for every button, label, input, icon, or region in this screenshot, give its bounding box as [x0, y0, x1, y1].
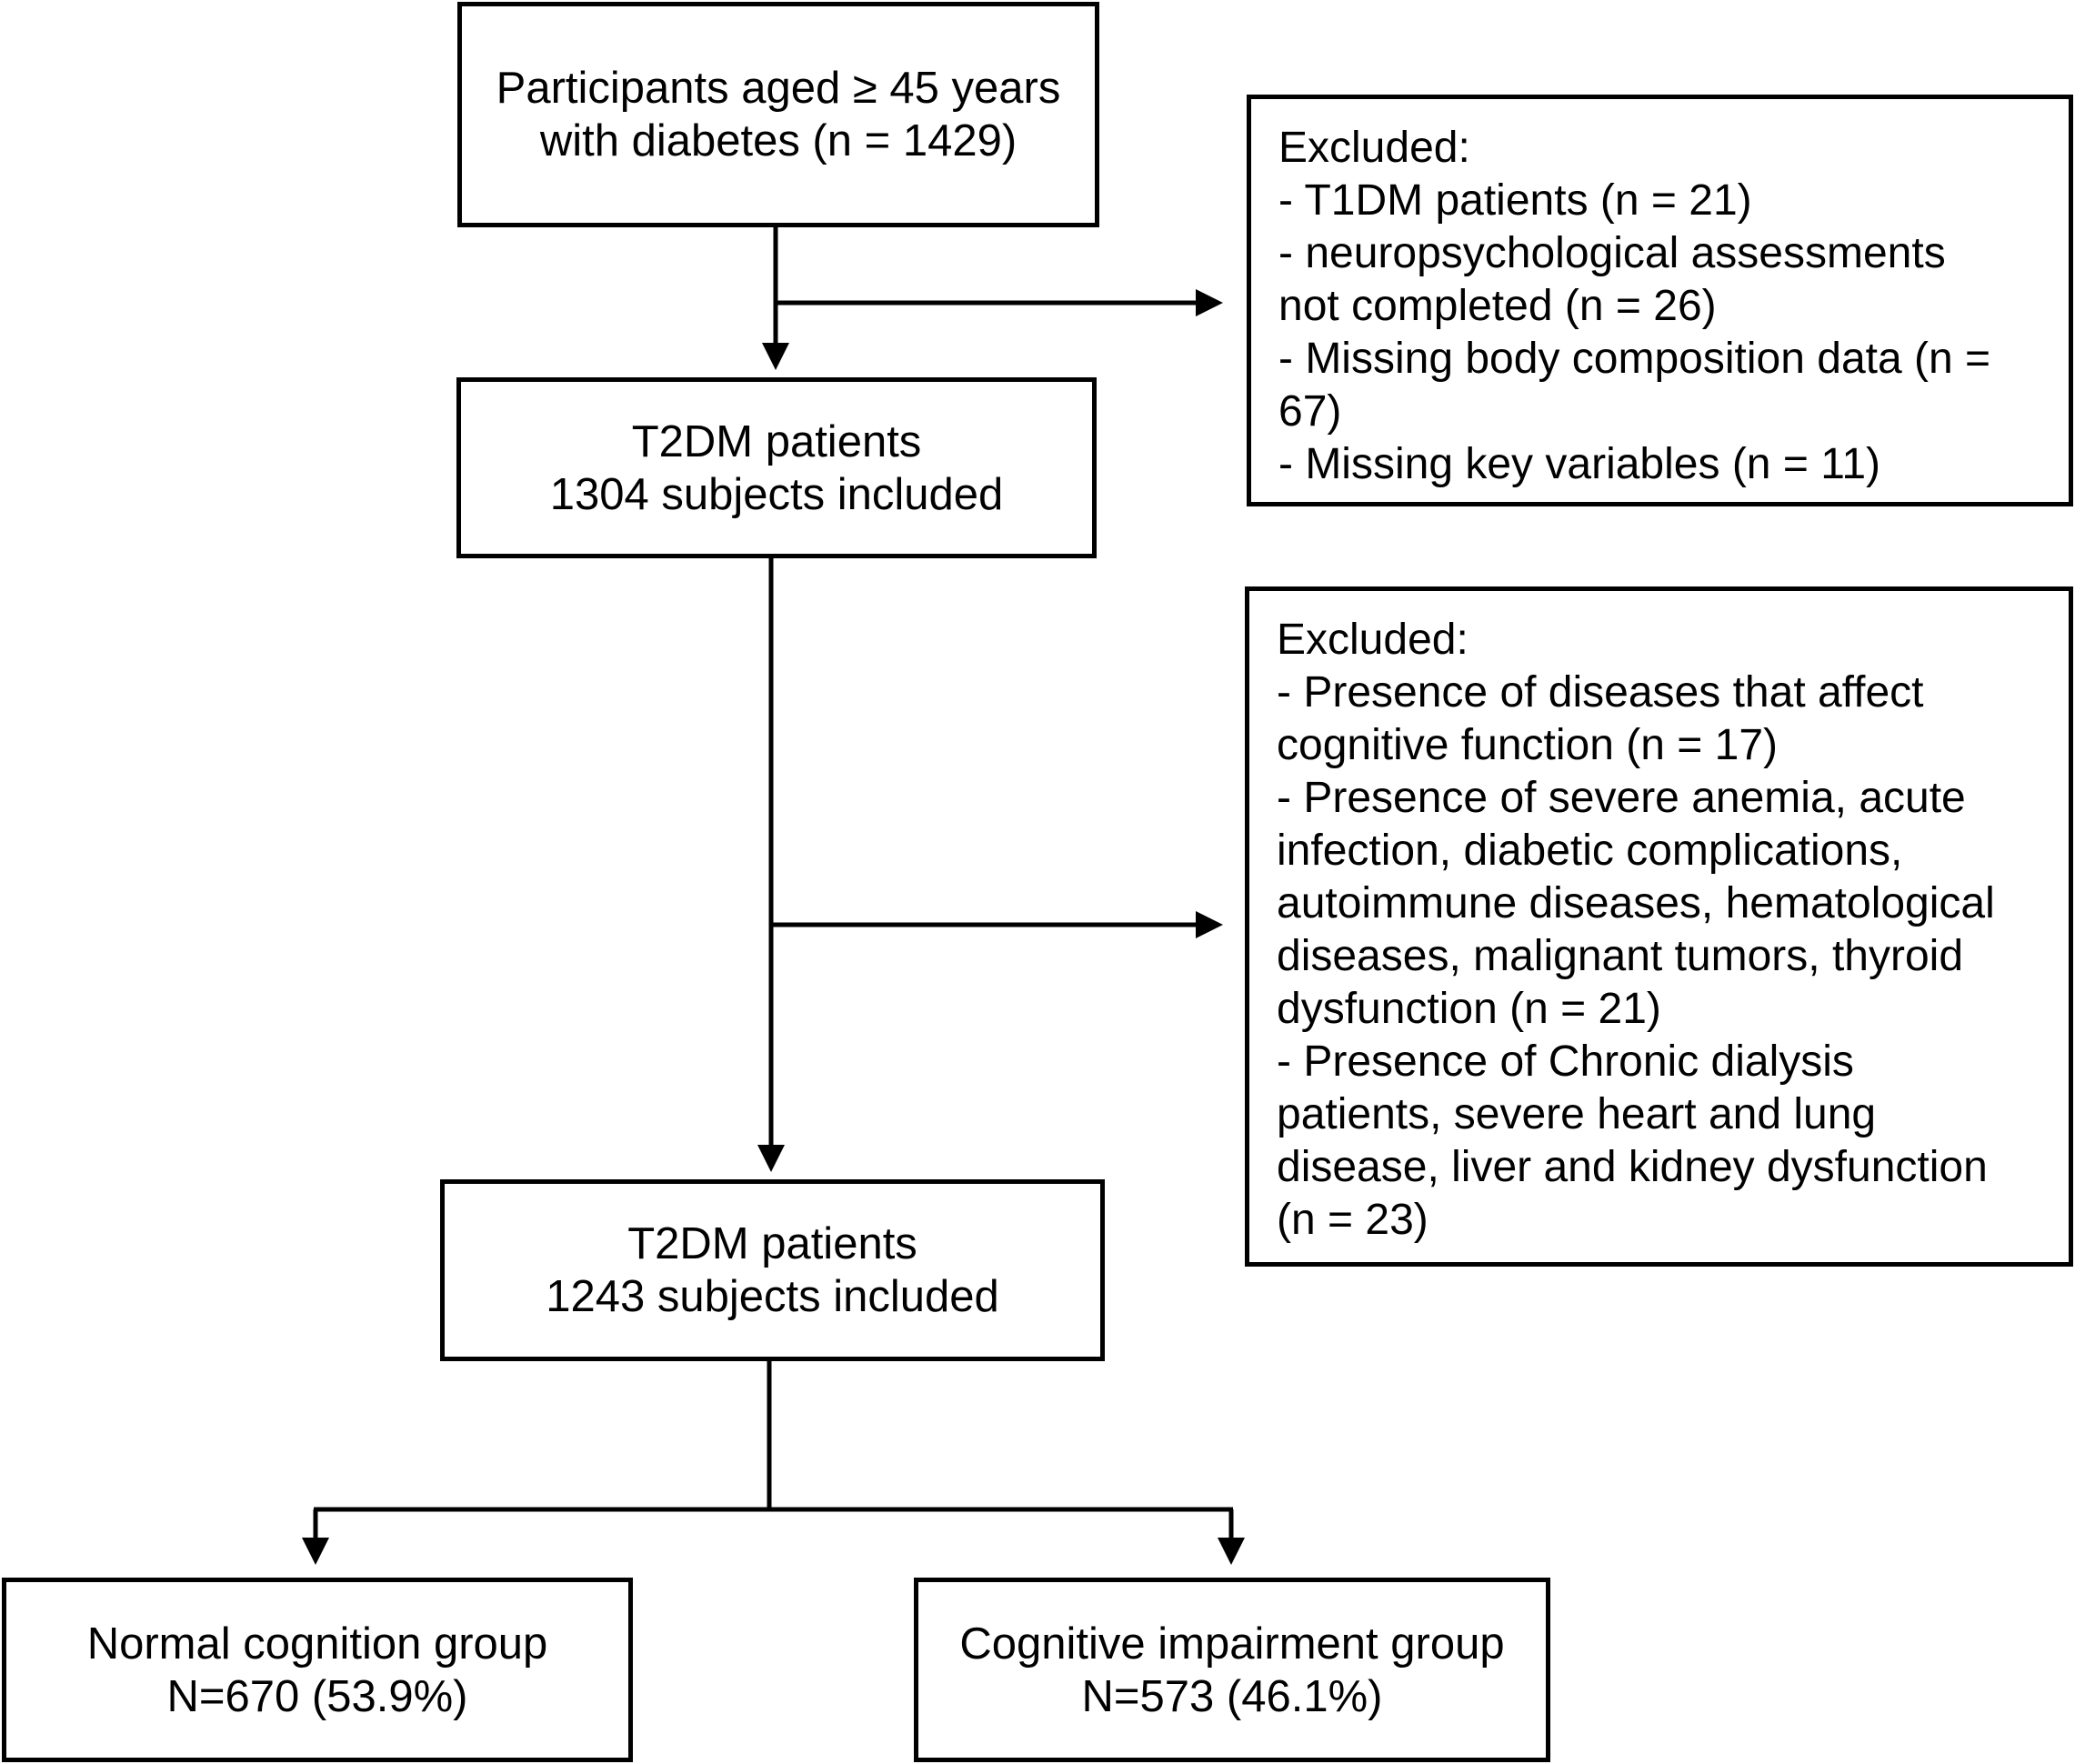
t2dm-1-line-2: 1304 subjects included	[549, 469, 1004, 519]
exclusion-2-line: cognitive function (n = 17)	[1277, 721, 1778, 769]
exclusion-1-line: - T1DM patients (n = 21)	[1278, 176, 1752, 225]
cognitive-impairment-box: Cognitive impairment group N=573 (46.1%)	[914, 1578, 1550, 1762]
exclusion-box-1: Excluded: - T1DM patients (n = 21) - neu…	[1247, 95, 2073, 506]
start-box: Participants aged ≥ 45 years with diabet…	[457, 2, 1099, 227]
exclusion-2-line: Excluded:	[1277, 616, 1469, 664]
exclusion-2-line: - Presence of severe anemia, acute	[1277, 774, 1966, 822]
t2dm-2-line-1: T2DM patients	[627, 1219, 917, 1268]
exclusion-2-line: - Presence of Chronic dialysis	[1277, 1037, 1854, 1086]
exclusion-box-2: Excluded: - Presence of diseases that af…	[1245, 586, 2073, 1267]
start-line-1: Participants aged ≥ 45 years	[496, 64, 1061, 113]
t2dm-included-box-1: T2DM patients 1304 subjects included	[456, 377, 1097, 558]
exclusion-2-line: - Presence of diseases that affect	[1277, 668, 1924, 717]
impairment-group-title: Cognitive impairment group	[959, 1619, 1505, 1669]
exclusion-2-line: diseases, malignant tumors, thyroid	[1277, 932, 1964, 980]
exclusion-2-line: autoimmune diseases, hematological	[1277, 879, 1995, 927]
exclusion-2-line: (n = 23)	[1277, 1196, 1428, 1244]
exclusion-1-line: - Missing key variables (n = 11)	[1278, 440, 1881, 488]
exclusion-1-line: - Missing body composition data (n =	[1278, 335, 1991, 383]
t2dm-included-box-2: T2DM patients 1243 subjects included	[440, 1179, 1105, 1361]
exclusion-1-line: - neuropsychological assessments	[1278, 229, 1946, 277]
t2dm-2-line-2: 1243 subjects included	[546, 1272, 999, 1321]
t2dm-1-line-1: T2DM patients	[631, 416, 922, 466]
exclusion-2-line: disease, liver and kidney dysfunction	[1277, 1143, 1988, 1191]
exclusion-2-line: infection, diabetic complications,	[1277, 827, 1903, 875]
normal-group-title: Normal cognition group	[86, 1619, 548, 1669]
exclusion-2-line: patients, severe heart and lung	[1277, 1090, 1877, 1138]
normal-cognition-box: Normal cognition group N=670 (53.9%)	[2, 1578, 633, 1762]
exclusion-1-line: 67)	[1278, 387, 1342, 436]
exclusion-1-line: not completed (n = 26)	[1278, 282, 1717, 330]
start-line-2: with diabetes (n = 1429)	[539, 116, 1017, 165]
normal-group-count: N=670 (53.9%)	[166, 1671, 468, 1721]
exclusion-2-line: dysfunction (n = 21)	[1277, 985, 1661, 1033]
exclusion-1-line: Excluded:	[1278, 124, 1470, 172]
impairment-group-count: N=573 (46.1%)	[1081, 1671, 1383, 1721]
